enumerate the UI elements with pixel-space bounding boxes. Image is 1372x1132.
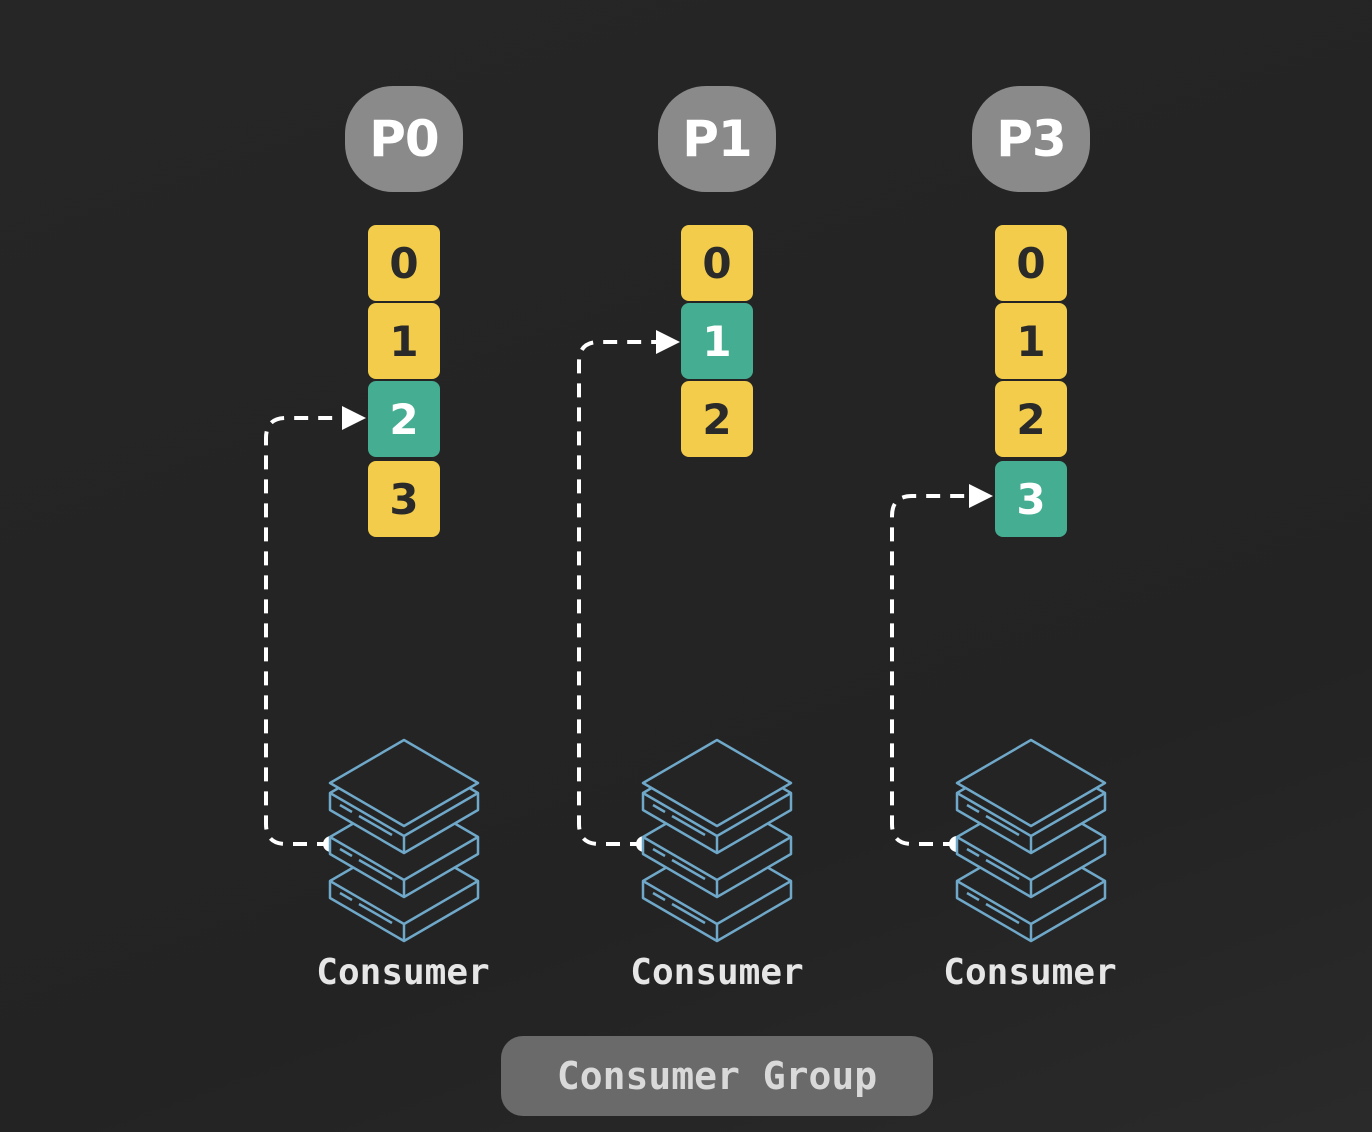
current-offset-cell: 3 (995, 461, 1067, 537)
partition-label-p1: P1 (658, 86, 776, 192)
offset-cell: 0 (995, 225, 1067, 301)
offset-cell: 1 (995, 303, 1067, 379)
offset-cell: 3 (368, 461, 440, 537)
arrowhead-icon (969, 484, 993, 508)
offset-cell: 1 (368, 303, 440, 379)
offset-cell: 0 (681, 225, 753, 301)
partition-label-p0: P0 (345, 86, 463, 192)
consumer-label: Consumer (316, 952, 490, 993)
arrowhead-icon (656, 330, 680, 354)
server-stack-icon (641, 738, 793, 943)
server-stack-icon (328, 738, 480, 943)
consumer-label: Consumer (943, 952, 1117, 993)
arrowhead-icon (342, 406, 366, 430)
consumer-group-label: Consumer Group (501, 1036, 933, 1116)
offset-cell: 0 (368, 225, 440, 301)
offset-cell: 2 (995, 381, 1067, 457)
partition-label-p3: P3 (972, 86, 1090, 192)
offset-cell: 2 (681, 381, 753, 457)
current-offset-cell: 2 (368, 381, 440, 457)
server-stack-icon (955, 738, 1107, 943)
current-offset-cell: 1 (681, 303, 753, 379)
consumer-label: Consumer (630, 952, 804, 993)
